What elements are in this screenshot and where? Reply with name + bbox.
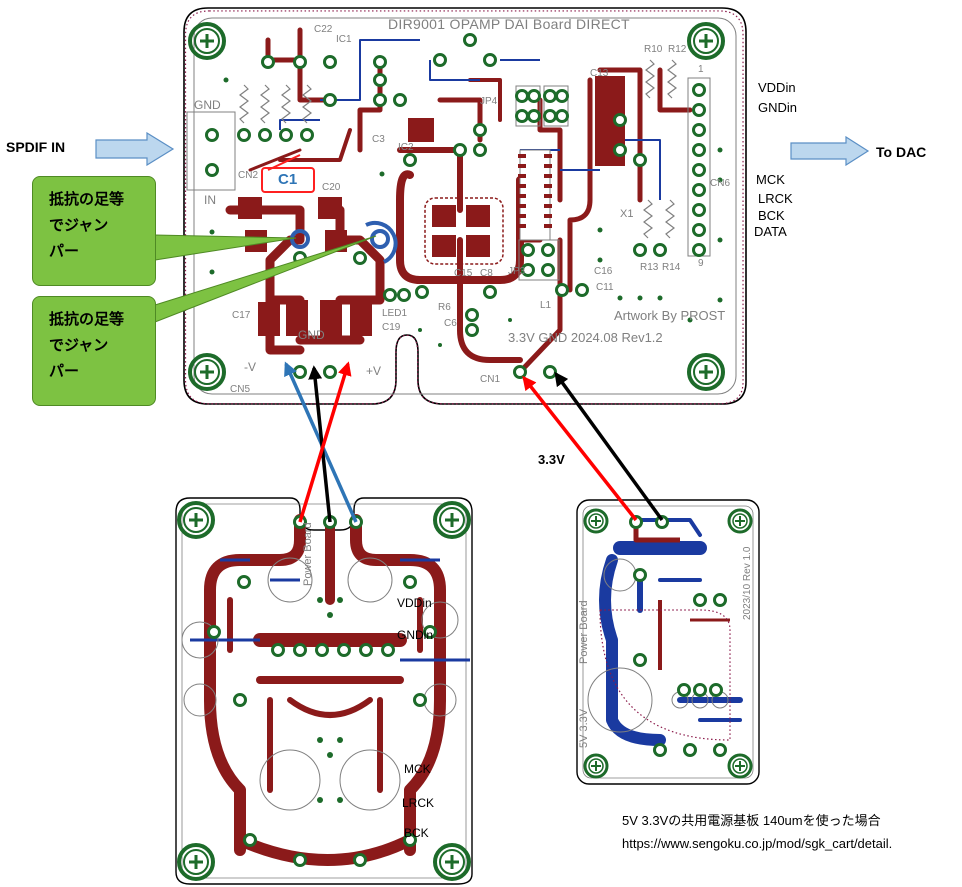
mck-label: MCK [756,172,785,187]
l1-label: L1 [540,300,552,311]
r13-label: R13 [640,262,659,273]
led1-label: LED1 [382,308,408,319]
pin9-label: 9 [698,258,704,269]
to-dac-label: To DAC [876,144,927,160]
ic1-label: IC1 [336,34,352,45]
callout-1-line-3: パー [49,243,80,260]
c3-label: C3 [372,134,385,145]
pb-left-vddin: VDDin [397,596,432,610]
callout-2-line-2: でジャン [49,337,109,354]
lrck-label: LRCK [758,191,793,206]
cn2-label: CN2 [238,170,259,181]
minus-v-label: -V [244,360,256,374]
ic2-label: IC2 [398,142,414,153]
callout-2-line-3: パー [49,363,80,380]
c1-label: C1 [278,171,298,188]
callout-2-line-1: 抵抗の足等 [49,311,125,328]
c17-label: C17 [232,310,251,321]
x1-label: X1 [620,208,634,220]
c6-label: C6 [444,318,457,329]
cn6-label: CN6 [710,178,731,189]
callout-1-line-1: 抵抗の足等 [49,191,125,208]
spdif-arrow [95,132,175,166]
power-33v-label: 3.3V [538,452,565,467]
note-line-1: 5V 3.3Vの共用電源基板 140umを使った場合 [622,813,881,828]
r12-label: R12 [668,44,687,55]
callout-1-line-2: でジャン [49,217,109,234]
c8-label: C8 [480,268,493,279]
revision-label: 3.3V GND 2024.08 Rev1.2 [508,330,663,345]
bck-label: BCK [758,208,785,223]
r6-label: R6 [438,302,451,313]
pin1-label: 1 [698,64,704,75]
c19-label: C19 [382,322,401,333]
wire-33v-red [522,375,638,522]
to-dac-arrow [790,136,870,166]
pb-left-mck: MCK [404,762,431,776]
spdif-in-label: SPDIF IN [6,139,66,155]
pb-left-lrck: LRCK [402,796,435,810]
note-url: https://www.sengoku.co.jp/mod/sgk_cart/d… [622,836,893,851]
jumper-callout-1: 抵抗の足等 でジャン パー [32,176,156,286]
c11-label: C11 [596,282,614,293]
c22-label: C22 [314,24,333,35]
pb-left-gndin: GNDin [397,628,434,642]
vddin-label: VDDin [758,80,796,95]
gnd-top-label: GND [194,98,221,112]
jp4-label: JP4 [480,96,498,107]
wire-33v-gnd-black [554,371,664,522]
c16-label: C16 [594,266,613,277]
cn5-label: CN5 [230,384,251,395]
jp3-label: JP3 [508,266,526,277]
c15-label: C15 [454,268,473,279]
board-title: DIR9001 OPAMP DAI Board DIRECT [388,16,630,32]
jumper-callout-2: 抵抗の足等 でジャン パー [32,296,156,406]
plus-v-label: +V [366,364,382,378]
r14-label: R14 [662,262,681,273]
cn1-label: CN1 [480,374,501,385]
c13-label: C13 [590,68,609,79]
wire-pos-red [298,361,352,523]
artwork-label: Artwork By PROST [614,308,726,323]
r10-label: R10 [644,44,663,55]
pb-left-bck: BCK [404,826,429,840]
c20-label: C20 [322,182,341,193]
data-label: DATA [754,224,787,239]
gnd-bottom-label: GND [298,328,325,342]
gndin-label: GNDin [758,100,798,115]
in-label: IN [204,193,216,207]
